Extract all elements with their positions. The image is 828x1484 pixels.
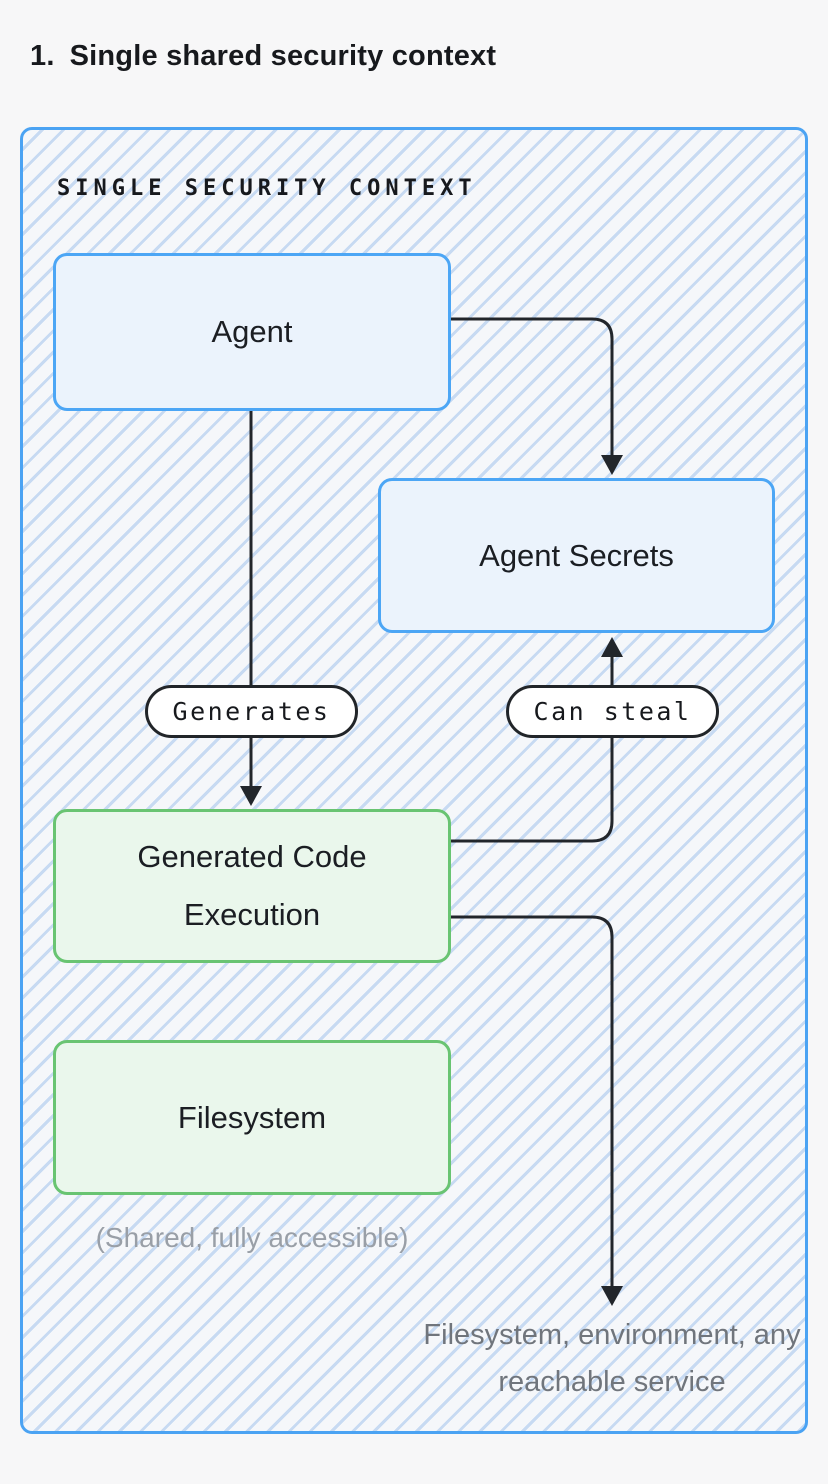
edge-label-generates: Generates [144,685,359,738]
page-title: 1. Single shared security context [30,40,496,73]
node-generated-code-execution-label: Generated Code Execution [137,839,367,932]
page-title-text: Single shared security context [69,40,497,72]
node-filesystem-label: Filesystem [177,1099,327,1135]
security-context-frame-label: SINGLE SECURITY CONTEXT [57,176,477,201]
node-filesystem: Filesystem [53,1040,451,1195]
node-agent: Agent [53,253,451,411]
edge-label-can-steal: Can steal [505,685,720,738]
reach-target-annotation: Filesystem, environment, any reachable s… [423,1319,801,1398]
node-agent-secrets: Agent Secrets [378,478,775,633]
node-agent-label: Agent [211,314,293,349]
filesystem-caption: (Shared, fully accessible) [95,1222,409,1253]
node-generated-code-execution: Generated Code Execution [53,809,451,963]
page-title-marker: 1. [30,40,55,72]
node-agent-secrets-label: Agent Secrets [479,537,674,573]
